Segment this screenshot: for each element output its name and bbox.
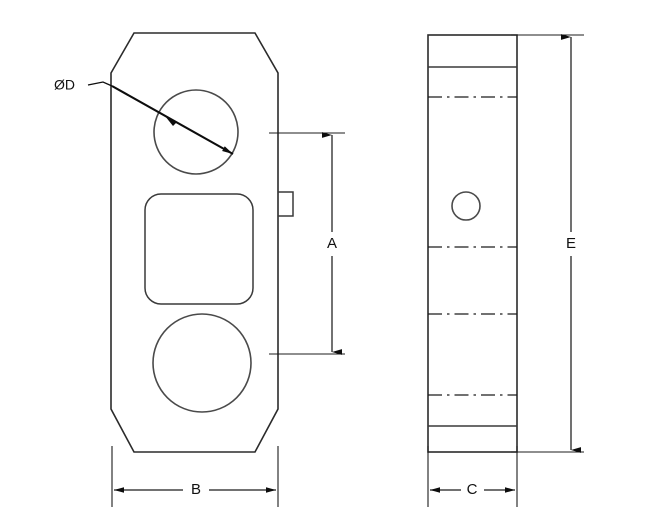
diameter-leader-inner-arrow [165,116,177,126]
lower-through-hole [152,313,252,413]
side-tab-feature [278,191,294,217]
dimension-C-label: C [467,481,478,498]
callout-diameter-D: ØD [54,77,234,155]
dimension-B-label: B [191,481,201,498]
dimension-E: E [511,34,584,453]
dimension-A: A [269,132,345,355]
side-view-outline [427,34,518,453]
dimension-C: C [427,446,518,507]
side-view-hole [451,191,481,221]
dimension-E-label: E [566,235,576,252]
side-view: E C [427,34,584,507]
dimension-A-label: A [327,235,337,252]
front-view-outline [110,32,279,453]
center-pocket [144,193,254,305]
leader-tail-segment [87,81,113,87]
diameter-callout-label: ØD [54,77,75,93]
front-view: ØD A B [54,32,345,507]
upper-through-hole [153,89,239,175]
dimension-B: B [111,446,279,507]
